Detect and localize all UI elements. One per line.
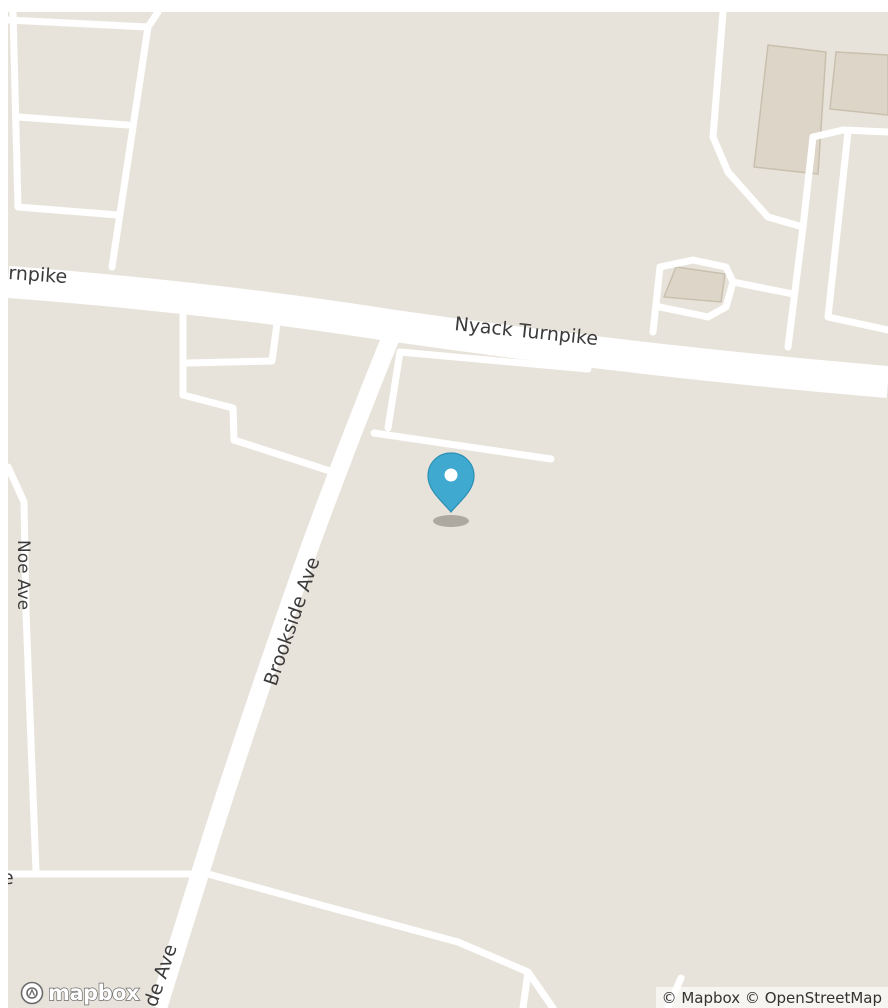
- road: [709, 12, 807, 231]
- road: [9, 12, 122, 219]
- road: [784, 126, 888, 351]
- map-canvas[interactable]: rnpike Nyack Turnpike Brookside Ave de A…: [8, 12, 888, 1008]
- nyack-turnpike-road: [8, 266, 888, 398]
- road: [8, 16, 152, 31]
- road: [384, 348, 404, 432]
- map-base-layer: rnpike Nyack Turnpike Brookside Ave de A…: [8, 12, 888, 1008]
- road: [8, 870, 557, 1008]
- road: [824, 128, 888, 334]
- minor-roads: [8, 12, 888, 1008]
- building: [829, 51, 888, 116]
- road: [656, 278, 737, 321]
- road: [14, 113, 132, 129]
- road: [183, 312, 282, 367]
- major-roads: [8, 266, 888, 1008]
- osm-attribution-link[interactable]: © OpenStreetMap: [744, 989, 882, 1007]
- mapbox-logo[interactable]: mapbox: [20, 980, 140, 1006]
- brookside-ave-road: [149, 328, 402, 1008]
- mapbox-attribution-link[interactable]: © Mapbox: [661, 989, 741, 1007]
- road: [8, 463, 40, 876]
- mapbox-logo-icon: [20, 981, 44, 1005]
- building: [662, 266, 726, 303]
- road: [179, 298, 337, 476]
- road: [370, 429, 555, 463]
- mapbox-logo-text: mapbox: [47, 980, 140, 1005]
- road-label-nyack-turnpike-left: rnpike: [8, 262, 68, 288]
- building: [753, 44, 827, 175]
- buildings: [662, 44, 888, 303]
- road: [649, 256, 797, 336]
- map-pin-icon[interactable]: [423, 449, 483, 539]
- map-attribution: © Mapbox © OpenStreetMap: [655, 987, 888, 1008]
- road: [396, 348, 592, 373]
- road: [108, 12, 162, 271]
- road-label-noe-ave: Noe Ave: [13, 540, 33, 610]
- road: [519, 968, 532, 1008]
- road-label-edge: e: [8, 867, 14, 889]
